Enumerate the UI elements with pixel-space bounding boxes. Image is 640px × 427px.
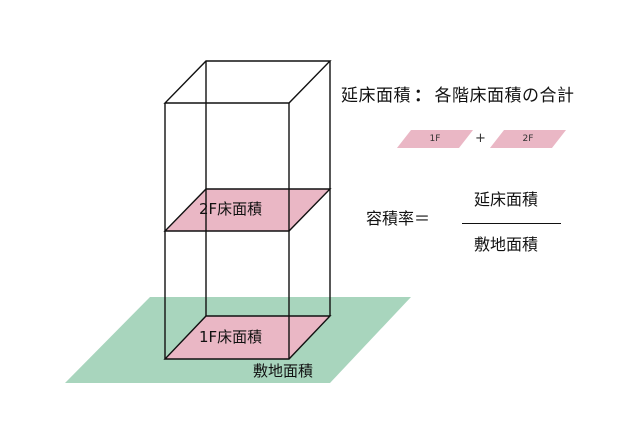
- floor2-chip: 2F: [489, 130, 567, 148]
- floor1-chip: 1F: [396, 130, 474, 148]
- plus-sign: +: [475, 131, 486, 146]
- formula-denominator: 敷地面積: [474, 235, 539, 254]
- floor-area-ratio-label: 容積率＝: [366, 209, 431, 228]
- formula-numerator: 延床面積: [474, 190, 539, 209]
- building-frame: [163, 60, 332, 359]
- title-colon: ：: [414, 86, 432, 106]
- fraction-bar: [462, 223, 561, 224]
- total-floor-area-definition: 延床面積：各階床面積の合計: [341, 88, 575, 105]
- title-meaning: 各階床面積の合計: [434, 86, 575, 106]
- floor1-area-label: 1F床面積: [199, 328, 263, 346]
- floor2-chip-label: 2F: [522, 134, 534, 144]
- title-term: 延床面積: [341, 86, 411, 106]
- site-area-label: 敷地面積: [253, 362, 314, 380]
- floor1-chip-label: 1F: [429, 134, 441, 144]
- floor2-area-label: 2F床面積: [199, 200, 263, 218]
